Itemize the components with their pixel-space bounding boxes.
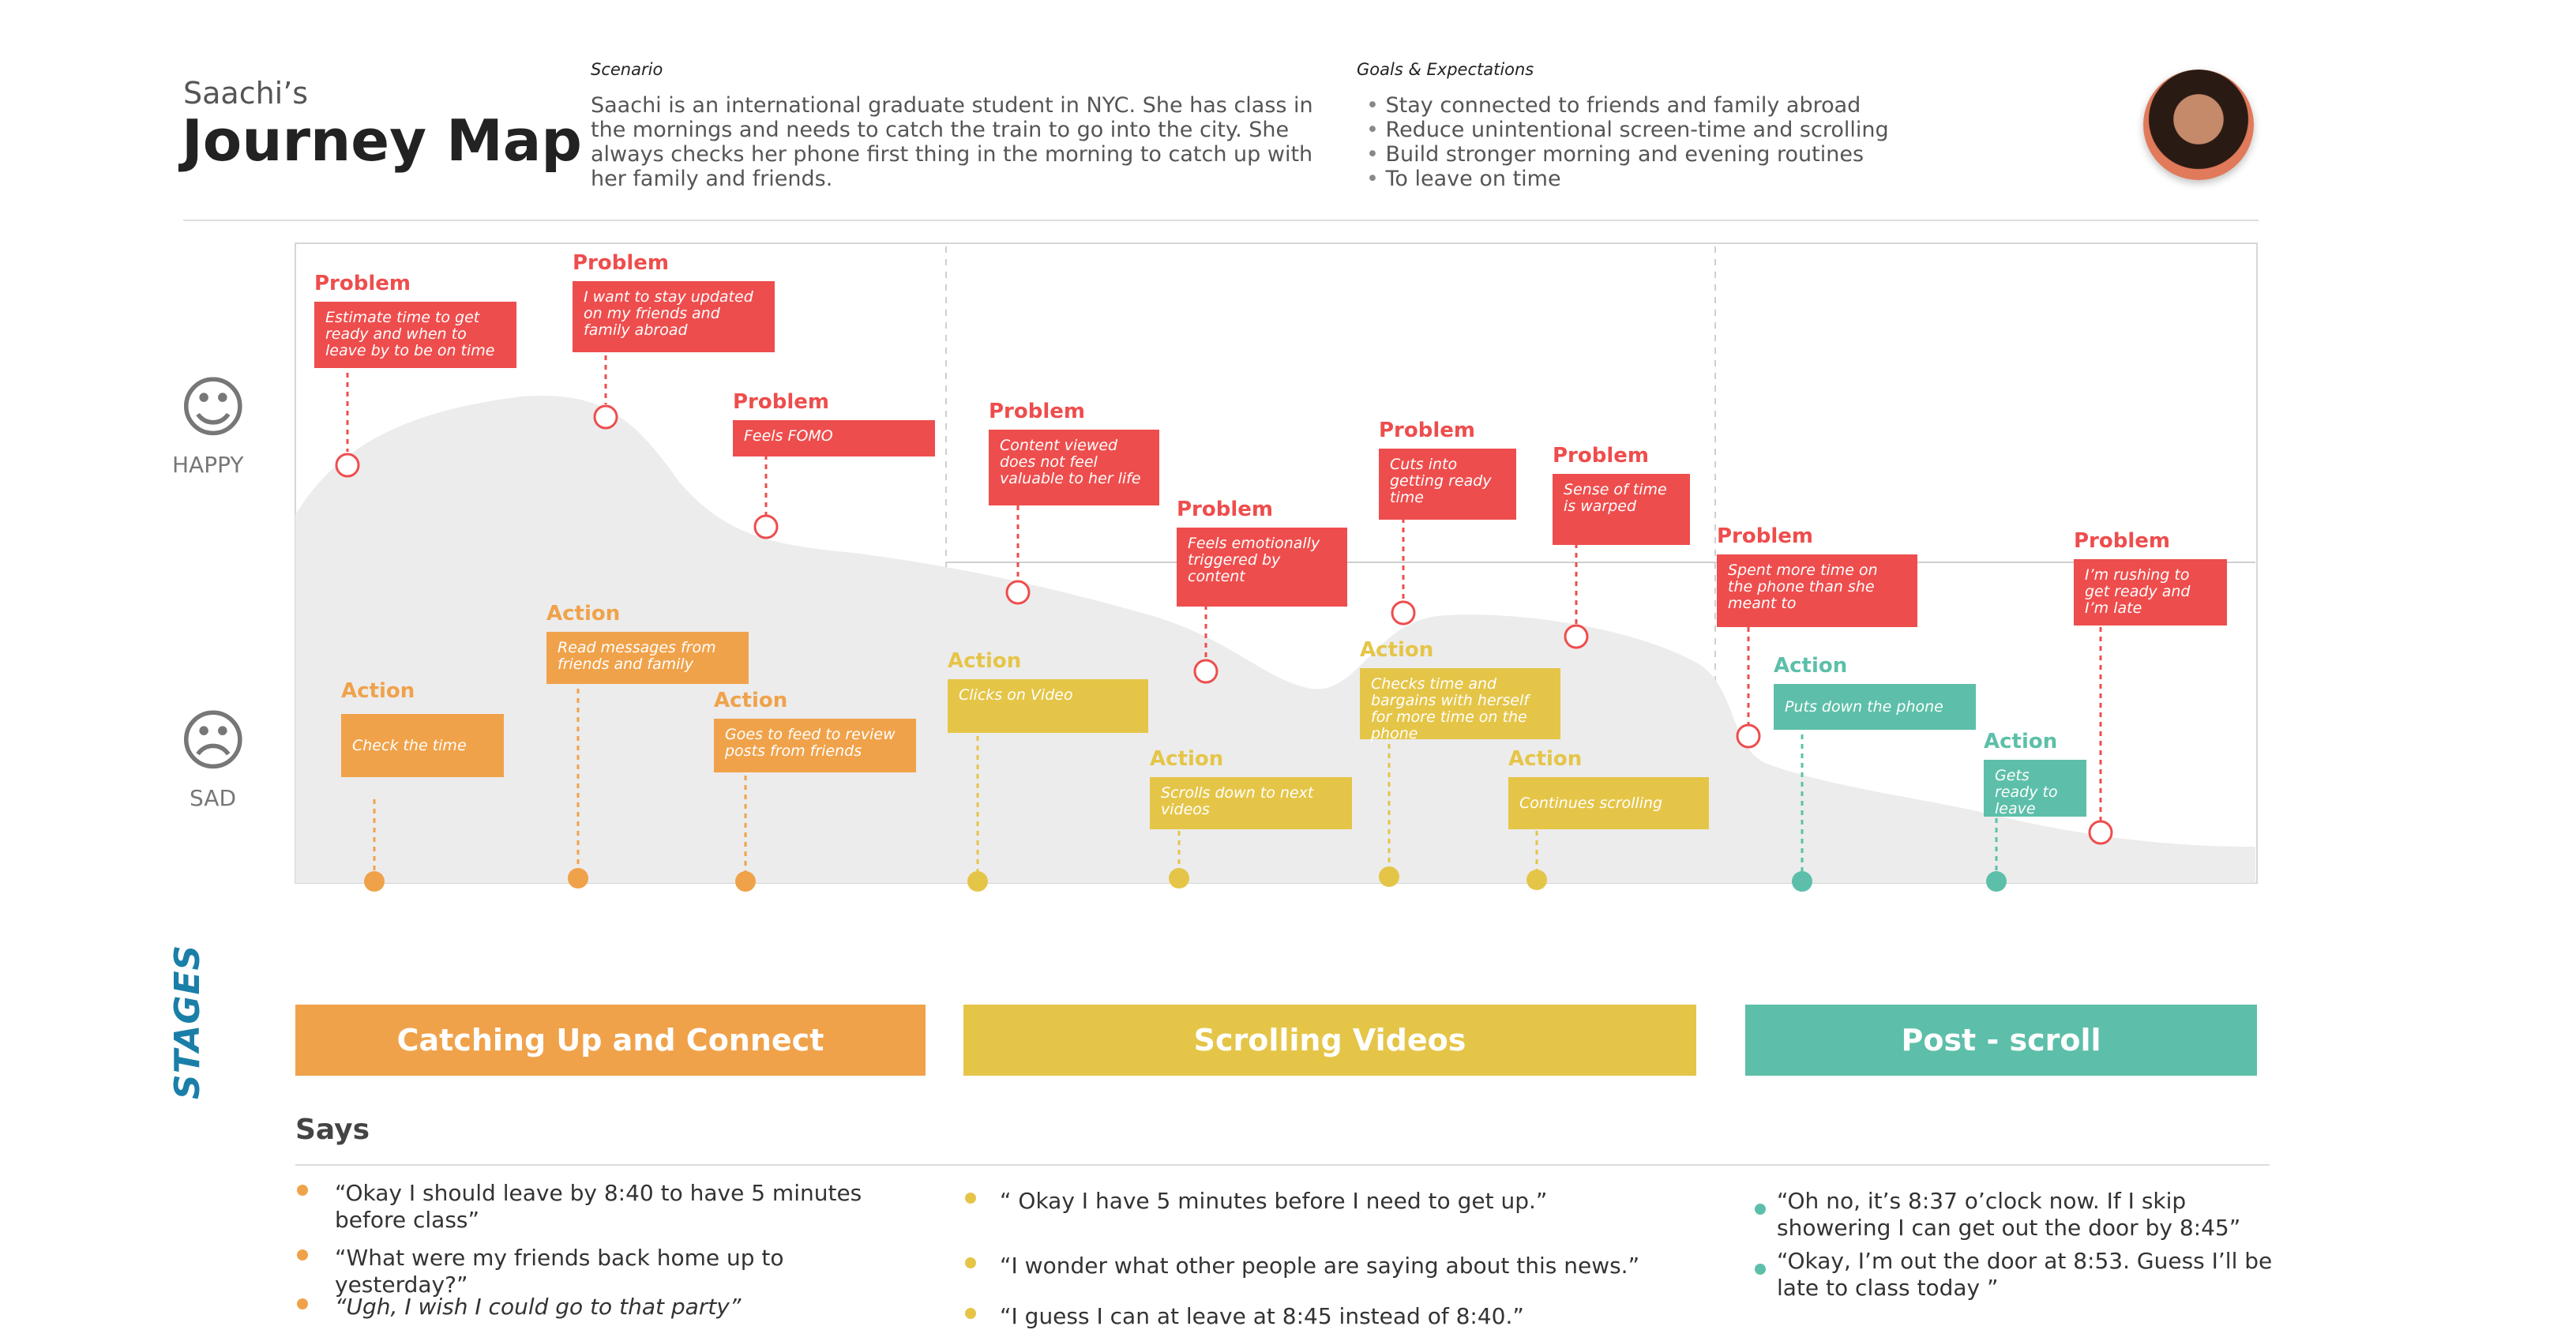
bullet-dot xyxy=(965,1308,976,1319)
goal-item: Stay connected to friends and family abr… xyxy=(1366,93,1889,118)
action-4: Action Clicks on Video xyxy=(948,649,1148,733)
problem-label: Problem xyxy=(989,400,1085,423)
action-box: Puts down the phone xyxy=(1774,684,1976,730)
says-quote: “Oh no, it’s 8:37 o’clock now. If I skip… xyxy=(1777,1188,2241,1241)
stages-label: STAGES xyxy=(167,944,208,1099)
action-box: Goes to feed to review posts from friend… xyxy=(714,719,916,772)
action-label: Action xyxy=(1360,638,1434,662)
problem-9: Problem I’m rushing to get ready and I’m… xyxy=(2074,529,2227,626)
problem-6: Problem Cuts into getting ready time xyxy=(1379,419,1516,520)
says-quote: “I wonder what other people are saying a… xyxy=(1000,1253,1640,1279)
action-8: Action Puts down the phone xyxy=(1774,654,1976,730)
action-label: Action xyxy=(1508,747,1583,771)
journey-connectors xyxy=(335,346,2113,892)
action-label: Action xyxy=(1774,654,1848,678)
problem-box: Feels FOMO xyxy=(733,420,935,456)
problem-4: Problem Content viewed does not feel val… xyxy=(989,400,1159,505)
action-7: Action Continues scrolling xyxy=(1508,747,1709,829)
problem-box: Spent more time on the phone than she me… xyxy=(1717,554,1917,627)
problem-box: I’m rushing to get ready and I’m late xyxy=(2074,559,2227,626)
scenario-text: Saachi is an international graduate stud… xyxy=(591,93,1313,191)
problem-label: Problem xyxy=(2074,529,2170,553)
action-5: Action Scrolls down to next videos xyxy=(1150,747,1352,829)
bullet-dot xyxy=(965,1193,976,1204)
goals-list: Stay connected to friends and family abr… xyxy=(1366,93,1889,191)
action-1: Action Check the time xyxy=(341,679,504,777)
bullet-dot xyxy=(1755,1204,1766,1215)
action-box: Continues scrolling xyxy=(1508,777,1709,829)
problem-box: Content viewed does not feel valuable to… xyxy=(989,430,1159,505)
says-title: Says xyxy=(295,1114,370,1146)
action-9: Action Gets ready to leave xyxy=(1984,730,2086,817)
bullet-dot xyxy=(297,1249,308,1260)
action-box: Check the time xyxy=(341,714,504,777)
action-label: Action xyxy=(1150,747,1224,771)
sad-face-icon: ☹ xyxy=(178,702,248,780)
happy-label: HAPPY xyxy=(172,452,244,478)
says-quote: “ Okay I have 5 minutes before I need to… xyxy=(1000,1188,1548,1214)
goal-item: Reduce unintentional screen-time and scr… xyxy=(1366,118,1889,142)
action-label: Action xyxy=(714,689,788,712)
problem-label: Problem xyxy=(1717,524,1813,548)
says-quote: “I guess I can at leave at 8:45 instead … xyxy=(1000,1303,1524,1329)
action-6: Action Checks time and bargains with her… xyxy=(1360,638,1560,742)
says-divider xyxy=(295,1164,2270,1166)
problem-label: Problem xyxy=(1379,419,1475,442)
action-box: Read messages from friends and family xyxy=(546,632,749,684)
bullet-dot xyxy=(1755,1264,1766,1275)
problem-box: Cuts into getting ready time xyxy=(1379,449,1516,520)
bullet-dot xyxy=(297,1185,308,1196)
problem-8: Problem Spent more time on the phone tha… xyxy=(1717,524,1917,627)
header-divider xyxy=(183,220,2259,221)
action-2: Action Read messages from friends and fa… xyxy=(546,602,749,684)
action-box: Clicks on Video xyxy=(948,679,1148,733)
says-quote: “What were my friends back home up to ye… xyxy=(335,1245,784,1298)
problem-7: Problem Sense of time is warped xyxy=(1553,444,1690,545)
stage-catching-up: Catching Up and Connect xyxy=(295,1005,926,1076)
problem-3: Problem Feels FOMO xyxy=(733,390,935,456)
problem-label: Problem xyxy=(1553,444,1649,468)
says-quote: “Okay I should leave by 8:40 to have 5 m… xyxy=(335,1180,862,1233)
problem-box: Sense of time is warped xyxy=(1553,474,1690,545)
problem-5: Problem Feels emotionally triggered by c… xyxy=(1177,498,1347,607)
problem-box: Feels emotionally triggered by content xyxy=(1177,528,1347,607)
happy-face-icon: ☺ xyxy=(178,369,248,446)
problem-label: Problem xyxy=(573,251,669,275)
goal-item: To leave on time xyxy=(1366,167,1889,191)
journey-map-subtitle: Saachi’s xyxy=(183,76,309,111)
action-label: Action xyxy=(341,679,415,703)
action-label: Action xyxy=(1984,730,2058,753)
avatar xyxy=(2143,70,2254,180)
bullet-dot xyxy=(965,1257,976,1268)
page-title: Journey Map xyxy=(182,107,582,174)
problem-box: I want to stay updated on my friends and… xyxy=(573,281,775,352)
action-box: Scrolls down to next videos xyxy=(1150,777,1352,829)
sad-label: SAD xyxy=(190,785,237,811)
problem-label: Problem xyxy=(314,272,411,295)
problem-box: Estimate time to get ready and when to l… xyxy=(314,302,516,368)
stage-post-scroll: Post - scroll xyxy=(1745,1005,2257,1076)
action-label: Action xyxy=(546,602,621,626)
problem-label: Problem xyxy=(733,390,829,414)
says-quote: “Okay, I’m out the door at 8:53. Guess I… xyxy=(1777,1248,2273,1301)
bullet-dot xyxy=(297,1298,308,1309)
says-quote: “Ugh, I wish I could go to that party” xyxy=(335,1294,742,1320)
scenario-label: Scenario xyxy=(591,60,663,79)
problem-label: Problem xyxy=(1177,498,1273,521)
goals-label: Goals & Expectations xyxy=(1357,60,1534,79)
action-label: Action xyxy=(948,649,1022,673)
goal-item: Build stronger morning and evening routi… xyxy=(1366,142,1889,167)
problem-2: Problem I want to stay updated on my fri… xyxy=(573,251,775,352)
problem-1: Problem Estimate time to get ready and w… xyxy=(314,272,516,368)
action-box: Checks time and bargains with herself fo… xyxy=(1360,668,1560,742)
stage-scrolling-videos: Scrolling Videos xyxy=(963,1005,1696,1076)
action-box: Gets ready to leave xyxy=(1984,760,2086,817)
action-3: Action Goes to feed to review posts from… xyxy=(714,689,916,772)
